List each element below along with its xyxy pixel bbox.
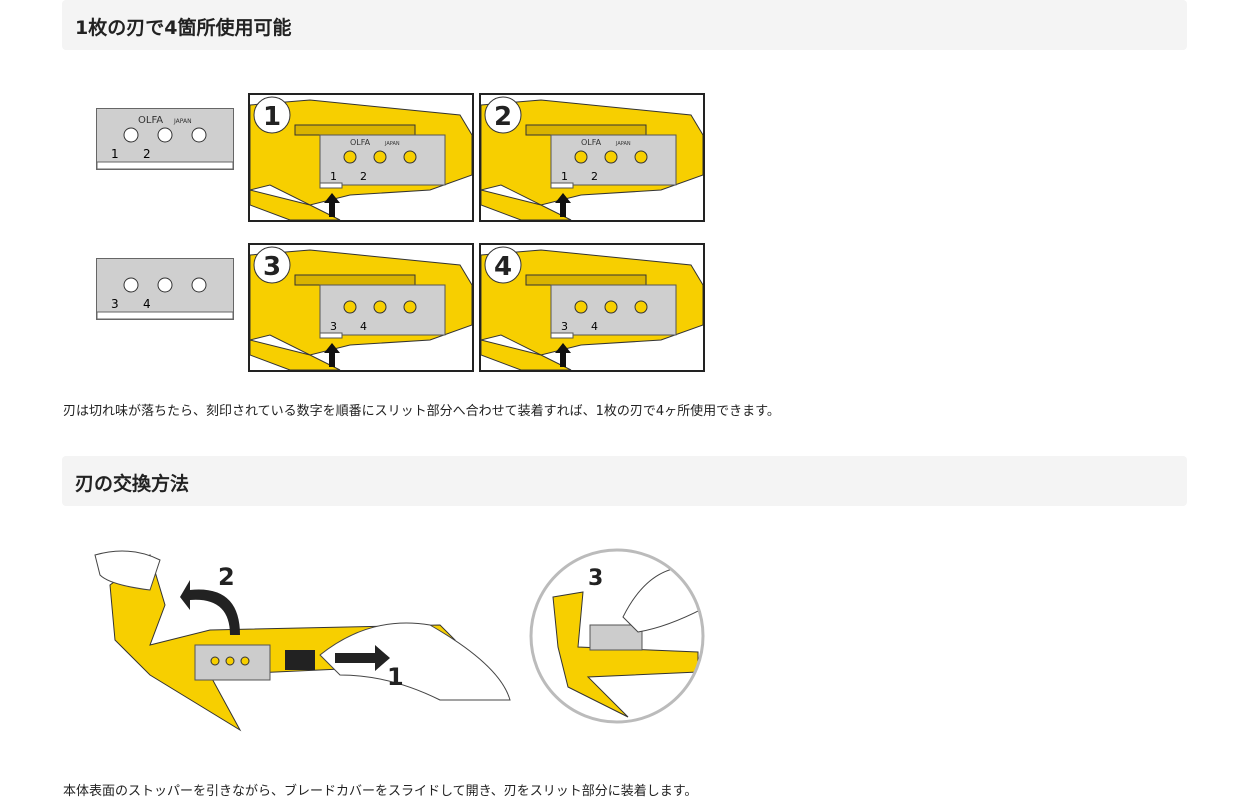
svg-text:3: 3 <box>330 320 337 333</box>
svg-text:OLFA: OLFA <box>350 138 371 147</box>
section-title: 1枚の刃で4箇所使用可能 <box>75 17 292 39</box>
arrow-up-icon <box>555 193 571 217</box>
blade-brand-text: OLFA <box>138 115 163 126</box>
svg-text:1: 1 <box>330 170 337 183</box>
step-number: 4 <box>494 252 512 282</box>
svg-text:3: 3 <box>111 297 119 311</box>
step-panel-1: OLFA JAPAN 1 2 1 <box>248 93 474 222</box>
arrow-up-icon <box>555 343 571 367</box>
step-panel-3: 3 4 3 <box>248 243 474 372</box>
blade-insert-circle-illustration: 3 <box>528 547 706 729</box>
svg-text:1: 1 <box>561 170 568 183</box>
svg-text:2: 2 <box>360 170 367 183</box>
svg-text:2: 2 <box>143 147 151 161</box>
step-label-3: 3 <box>588 566 603 591</box>
blade-change-illustration: 2 1 <box>90 545 520 744</box>
four-uses-caption: 刃は切れ味が落ちたら、刻印されている数字を順番にスリット部分へ合わせて装着すれば… <box>63 404 780 419</box>
step-number: 1 <box>263 102 281 132</box>
svg-text:1: 1 <box>111 147 119 161</box>
svg-text:4: 4 <box>591 320 598 333</box>
svg-text:2: 2 <box>591 170 598 183</box>
arrow-up-icon <box>324 193 340 217</box>
section-header-four-uses: 1枚の刃で4箇所使用可能 <box>62 0 1187 50</box>
blade-change-caption: 本体表面のストッパーを引きながら、ブレードカバーをスライドして開き、刃をスリット… <box>63 784 698 799</box>
step-label-2: 2 <box>218 563 235 591</box>
svg-text:3: 3 <box>561 320 568 333</box>
step-panel-4: 3 4 4 <box>479 243 705 372</box>
step-number: 2 <box>494 102 512 132</box>
arrow-up-icon <box>324 343 340 367</box>
svg-text:OLFA: OLFA <box>581 138 602 147</box>
section-title: 刃の交換方法 <box>75 473 190 495</box>
svg-text:JAPAN: JAPAN <box>173 118 192 125</box>
step-panel-2: OLFA JAPAN 1 2 2 <box>479 93 705 222</box>
svg-text:JAPAN: JAPAN <box>615 141 631 147</box>
svg-text:JAPAN: JAPAN <box>384 141 400 147</box>
svg-text:4: 4 <box>360 320 367 333</box>
blade-front-illustration: OLFA JAPAN 1 2 <box>96 108 234 174</box>
step-label-1: 1 <box>387 663 404 691</box>
step-number: 3 <box>263 252 281 282</box>
section-header-blade-change: 刃の交換方法 <box>62 456 1187 506</box>
svg-text:4: 4 <box>143 297 151 311</box>
